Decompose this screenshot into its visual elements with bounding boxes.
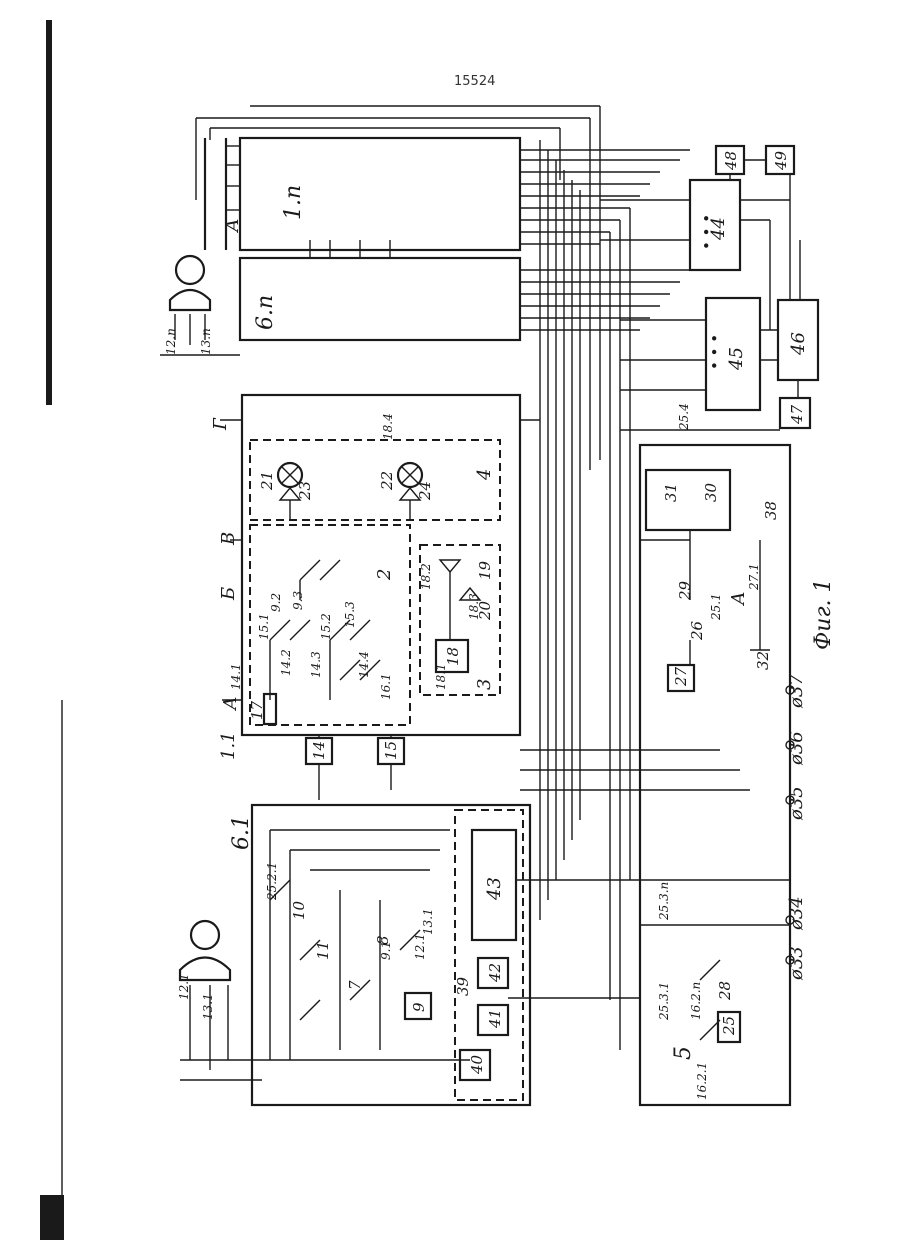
label-12n: 12.п — [164, 328, 178, 355]
label-sw-25-3-n: 25.3.п — [657, 882, 671, 921]
label-7: 7 — [346, 980, 364, 990]
label-17: 17 — [248, 700, 266, 720]
label-sw-18-2: 18.2 — [419, 563, 433, 590]
label-block-61: 6.1 — [229, 815, 254, 850]
label-48: 48 — [722, 151, 740, 171]
block-6n — [240, 258, 520, 340]
label-B: Б — [218, 587, 239, 601]
label-sw-15-3: 15.3 — [343, 601, 357, 628]
label-47: 47 — [788, 404, 806, 425]
label-43: 43 — [484, 877, 505, 901]
label-131-phone: 13.1 — [201, 993, 215, 1020]
label-sw-14-3: 14.3 — [309, 651, 323, 678]
label-term-34: ø34 — [786, 896, 807, 931]
label-block-1n: 1.п — [281, 185, 306, 220]
label-30: 30 — [702, 482, 720, 502]
label-sw-16-1: 16.1 — [379, 673, 393, 700]
label-term-35: ø35 — [786, 786, 807, 821]
label-9: 9 — [410, 1002, 428, 1012]
label-38: 38 — [762, 501, 780, 520]
label-11: 11 — [314, 941, 332, 960]
label-sw-25-4: 25.4 — [677, 403, 691, 431]
label-sw-16-2-1: 16.2.1 — [695, 1062, 709, 1100]
label-G: Г — [210, 417, 231, 431]
label-28: 28 — [716, 981, 734, 1001]
label-sw-9-3: 9.3 — [291, 591, 305, 610]
label-32: 32 — [754, 651, 772, 670]
label-sw-12-1: 12.1 — [413, 933, 427, 960]
label-sw-25-2-1: 25.2.1 — [265, 862, 279, 901]
label-8: 8 — [374, 935, 392, 945]
label-10: 10 — [290, 900, 308, 920]
label-46: 46 — [788, 332, 809, 356]
label-39: 39 — [454, 976, 472, 996]
label-49: 49 — [772, 150, 790, 171]
label-sw-14-2: 14.2 — [279, 649, 293, 676]
label-22: 22 — [378, 471, 396, 491]
margin-bar-bottom — [40, 1195, 64, 1240]
label-block-6n: 6.п — [253, 295, 278, 330]
label-25: 25 — [720, 1016, 738, 1036]
label-sw-25-3-1: 25.3.1 — [657, 982, 671, 1021]
label-5: 5 — [671, 1046, 696, 1060]
label-sw-25-1: 25.1 — [709, 593, 723, 621]
label-sw-18-4: 18.4 — [381, 413, 395, 440]
figure-caption: Фиг. 1 — [811, 578, 836, 650]
label-sw-15-1: 15.1 — [257, 613, 271, 640]
label-29: 29 — [676, 580, 694, 601]
label-13n: 13.п — [199, 328, 213, 355]
label-sw-16-2-n: 16.2.п — [689, 982, 703, 1020]
label-42: 42 — [486, 963, 504, 983]
label-40: 40 — [468, 1054, 486, 1075]
label-23: 23 — [296, 481, 314, 501]
label-sw-18-1: 18.1 — [434, 663, 448, 690]
label-24: 24 — [416, 481, 434, 501]
label-41: 41 — [486, 1009, 504, 1029]
label-20: 20 — [476, 600, 494, 621]
label-14: 14 — [310, 741, 328, 760]
label-term-33: ø33 — [786, 946, 807, 981]
label-27: 27 — [672, 666, 690, 687]
label-15: 15 — [382, 741, 400, 760]
margin-bar-top — [46, 20, 52, 405]
label-4: 4 — [474, 469, 495, 481]
label-sw-14-1: 14.1 — [229, 663, 243, 690]
label-sw-27-1: 27.1 — [747, 563, 761, 591]
label-term-37: ø37 — [786, 674, 807, 709]
label-sw-15-2: 15.2 — [319, 613, 333, 640]
label-45: 45 — [726, 347, 747, 371]
label-dots-45: • • • — [706, 334, 724, 370]
label-2: 2 — [374, 569, 395, 581]
label-V: В — [218, 532, 239, 546]
label-31: 31 — [662, 483, 680, 502]
label-A-top: А — [222, 218, 243, 234]
label-sw-14-4: 14.4 — [357, 651, 371, 678]
label-3: 3 — [474, 679, 495, 690]
label-term-36: ø36 — [786, 731, 807, 766]
label-A-mid: А — [220, 696, 241, 712]
label-18: 18 — [444, 647, 462, 666]
block-4-outline — [250, 440, 500, 520]
label-121-phone: 12.1 — [177, 973, 191, 1000]
label-19: 19 — [476, 560, 494, 580]
label-dots-44: • • • — [698, 214, 716, 250]
label-sw-9-2: 9.2 — [269, 593, 283, 612]
label-A-right: А — [728, 591, 749, 607]
label-26: 26 — [688, 620, 706, 641]
label-21: 21 — [258, 471, 276, 491]
contacts-block-6-1 — [262, 830, 470, 1060]
label-sw-13-1: 13.1 — [421, 908, 435, 935]
label-block-11: 1.1 — [218, 731, 239, 760]
